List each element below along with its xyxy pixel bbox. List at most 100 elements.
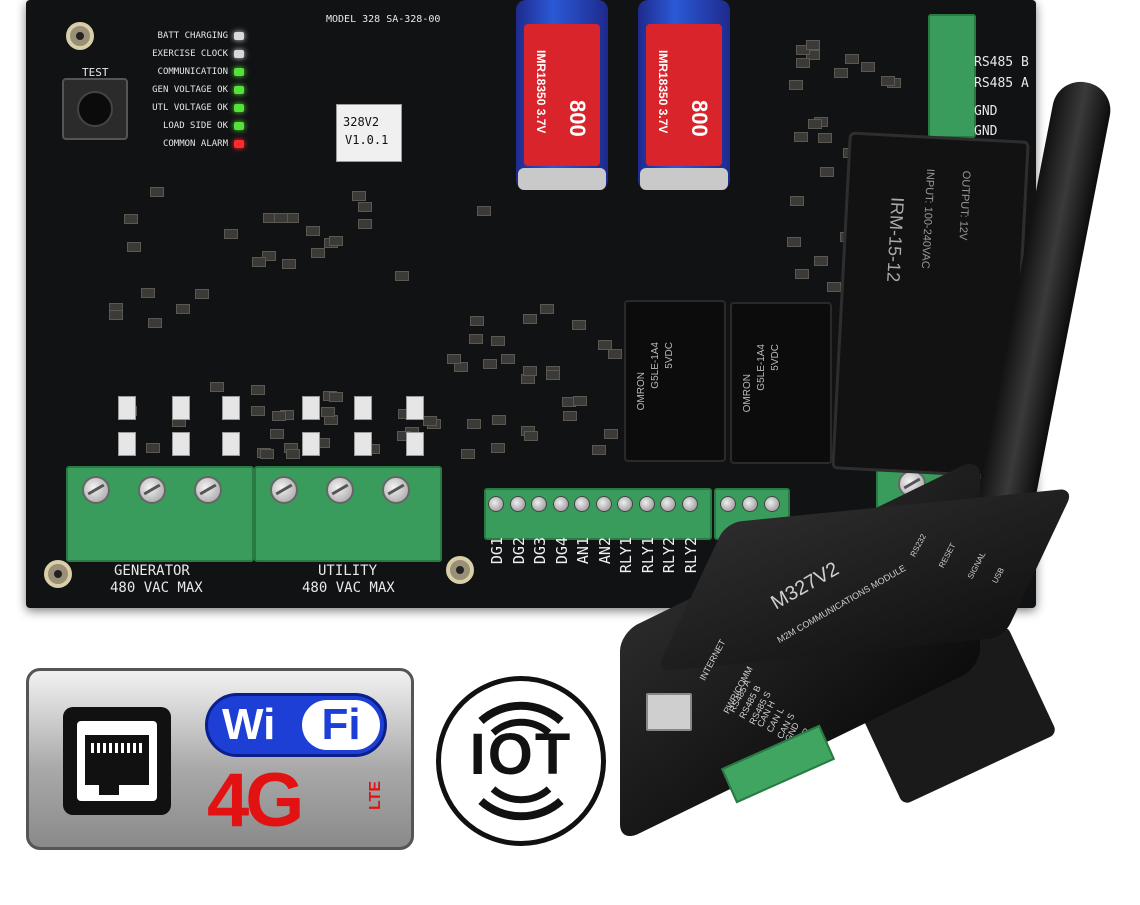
battery-1-brand: 800 bbox=[565, 100, 590, 137]
ethernet-icon bbox=[63, 707, 171, 815]
battery-2-text: IMR18350 3.7V bbox=[656, 50, 670, 134]
battery-1: IMR18350 3.7V 800 bbox=[516, 0, 608, 190]
smd-component bbox=[329, 236, 344, 247]
wifi-logo-right: Fi bbox=[302, 700, 380, 750]
smd-component bbox=[176, 303, 191, 314]
smd-component bbox=[860, 62, 875, 73]
pin-label: DG3 bbox=[531, 537, 549, 565]
smd-component bbox=[795, 269, 810, 280]
generator-screw-1 bbox=[82, 476, 110, 504]
relay-2: OMRON G5LE-1A4 5VDC bbox=[730, 302, 832, 464]
status-led bbox=[234, 68, 244, 76]
status-led bbox=[234, 86, 244, 94]
smd-component bbox=[223, 229, 238, 239]
smd-component bbox=[251, 406, 266, 417]
status-led bbox=[234, 50, 244, 58]
smd-component bbox=[603, 429, 618, 440]
smd-component bbox=[880, 75, 895, 86]
test-button[interactable] bbox=[62, 78, 128, 140]
smd-component bbox=[598, 339, 613, 350]
smd-component bbox=[545, 370, 560, 381]
io-screw bbox=[720, 496, 736, 512]
pin-label: DG2 bbox=[509, 537, 528, 565]
resistor bbox=[354, 432, 372, 456]
relay-2-brand: OMRON bbox=[742, 374, 753, 413]
microcontroller-chip: 328V2 V1.0.1 bbox=[336, 104, 402, 162]
smd-component bbox=[808, 119, 823, 130]
mcu-label-line1: 328V2 bbox=[343, 115, 380, 129]
io-screw bbox=[638, 496, 655, 512]
ethernet-port[interactable] bbox=[646, 693, 692, 731]
utility-rating: 480 VAC MAX bbox=[302, 580, 395, 596]
battery-2-cap bbox=[640, 168, 728, 190]
mcu-label-line2: V1.0.1 bbox=[345, 133, 389, 147]
ethernet-icon-inner bbox=[77, 721, 157, 801]
smd-component bbox=[311, 248, 326, 259]
relay-1-model: G5LE-1A4 bbox=[650, 342, 661, 389]
battery-2: IMR18350 3.7V 800 bbox=[638, 0, 730, 190]
resistor bbox=[354, 396, 372, 420]
ethernet-icon-tab bbox=[99, 785, 119, 795]
pin-label: AN1 bbox=[574, 537, 592, 565]
smd-component bbox=[329, 391, 344, 402]
iot-logo: IOT bbox=[436, 676, 606, 846]
resistor bbox=[406, 396, 424, 420]
rs485-terminal bbox=[928, 14, 976, 138]
smd-component bbox=[321, 407, 336, 418]
utility-label: UTILITY bbox=[318, 563, 378, 579]
smd-component bbox=[573, 396, 588, 407]
smd-component bbox=[461, 448, 476, 459]
resistor bbox=[222, 396, 240, 420]
mounting-hole-top-left bbox=[66, 22, 94, 50]
smd-component bbox=[477, 206, 492, 217]
smd-component bbox=[805, 40, 820, 51]
io-screw bbox=[681, 496, 698, 512]
io-screw bbox=[552, 496, 569, 512]
smd-component bbox=[285, 449, 300, 460]
battery-2-brand: 800 bbox=[687, 100, 712, 137]
generator-rating: 480 VAC MAX bbox=[110, 580, 203, 596]
smd-component bbox=[470, 315, 485, 326]
wifi-logo: Wi Fi bbox=[205, 693, 387, 757]
mounting-hole-bottom-mid bbox=[446, 556, 474, 584]
status-led bbox=[234, 104, 244, 112]
led-label: COMMUNICATION bbox=[157, 67, 228, 77]
smd-component bbox=[260, 449, 275, 460]
resistor bbox=[406, 432, 424, 456]
smd-component bbox=[447, 353, 462, 364]
status-led bbox=[234, 122, 244, 130]
gnd-label-1: GND bbox=[974, 104, 998, 119]
pin-label: DG1 bbox=[488, 537, 506, 565]
smd-component bbox=[281, 258, 296, 269]
smd-component bbox=[845, 53, 860, 64]
smd-component bbox=[209, 381, 224, 392]
psu-input: INPUT: 100-240VAC bbox=[918, 168, 937, 270]
status-led bbox=[234, 32, 244, 40]
rs485-a-label: RS485 A bbox=[974, 76, 1029, 91]
generator-screw-2 bbox=[138, 476, 166, 504]
status-led bbox=[234, 140, 244, 148]
smd-component bbox=[834, 68, 849, 79]
smd-component bbox=[818, 133, 833, 144]
smd-component bbox=[562, 410, 577, 421]
smd-component bbox=[572, 319, 587, 330]
psu-model: IRM-15-12 bbox=[883, 196, 908, 283]
smd-component bbox=[270, 429, 285, 440]
smd-component bbox=[358, 202, 373, 213]
smd-component bbox=[793, 132, 808, 143]
led-label: UTL VOLTAGE OK bbox=[152, 103, 228, 113]
test-button-cap bbox=[77, 91, 113, 127]
smd-component bbox=[145, 442, 160, 453]
smd-component bbox=[262, 250, 277, 261]
io-screw bbox=[531, 496, 547, 512]
relay-1-voltage: 5VDC bbox=[664, 342, 675, 369]
utility-screw-1 bbox=[270, 476, 298, 504]
led-label: BATT CHARGING bbox=[157, 31, 228, 41]
resistor bbox=[118, 396, 136, 420]
generator-screw-3 bbox=[194, 476, 222, 504]
io-screw bbox=[574, 496, 590, 512]
smd-component bbox=[358, 219, 373, 230]
psu-output: OUTPUT: 12V bbox=[956, 170, 973, 241]
smd-component bbox=[469, 333, 484, 344]
io-screw bbox=[595, 496, 612, 512]
